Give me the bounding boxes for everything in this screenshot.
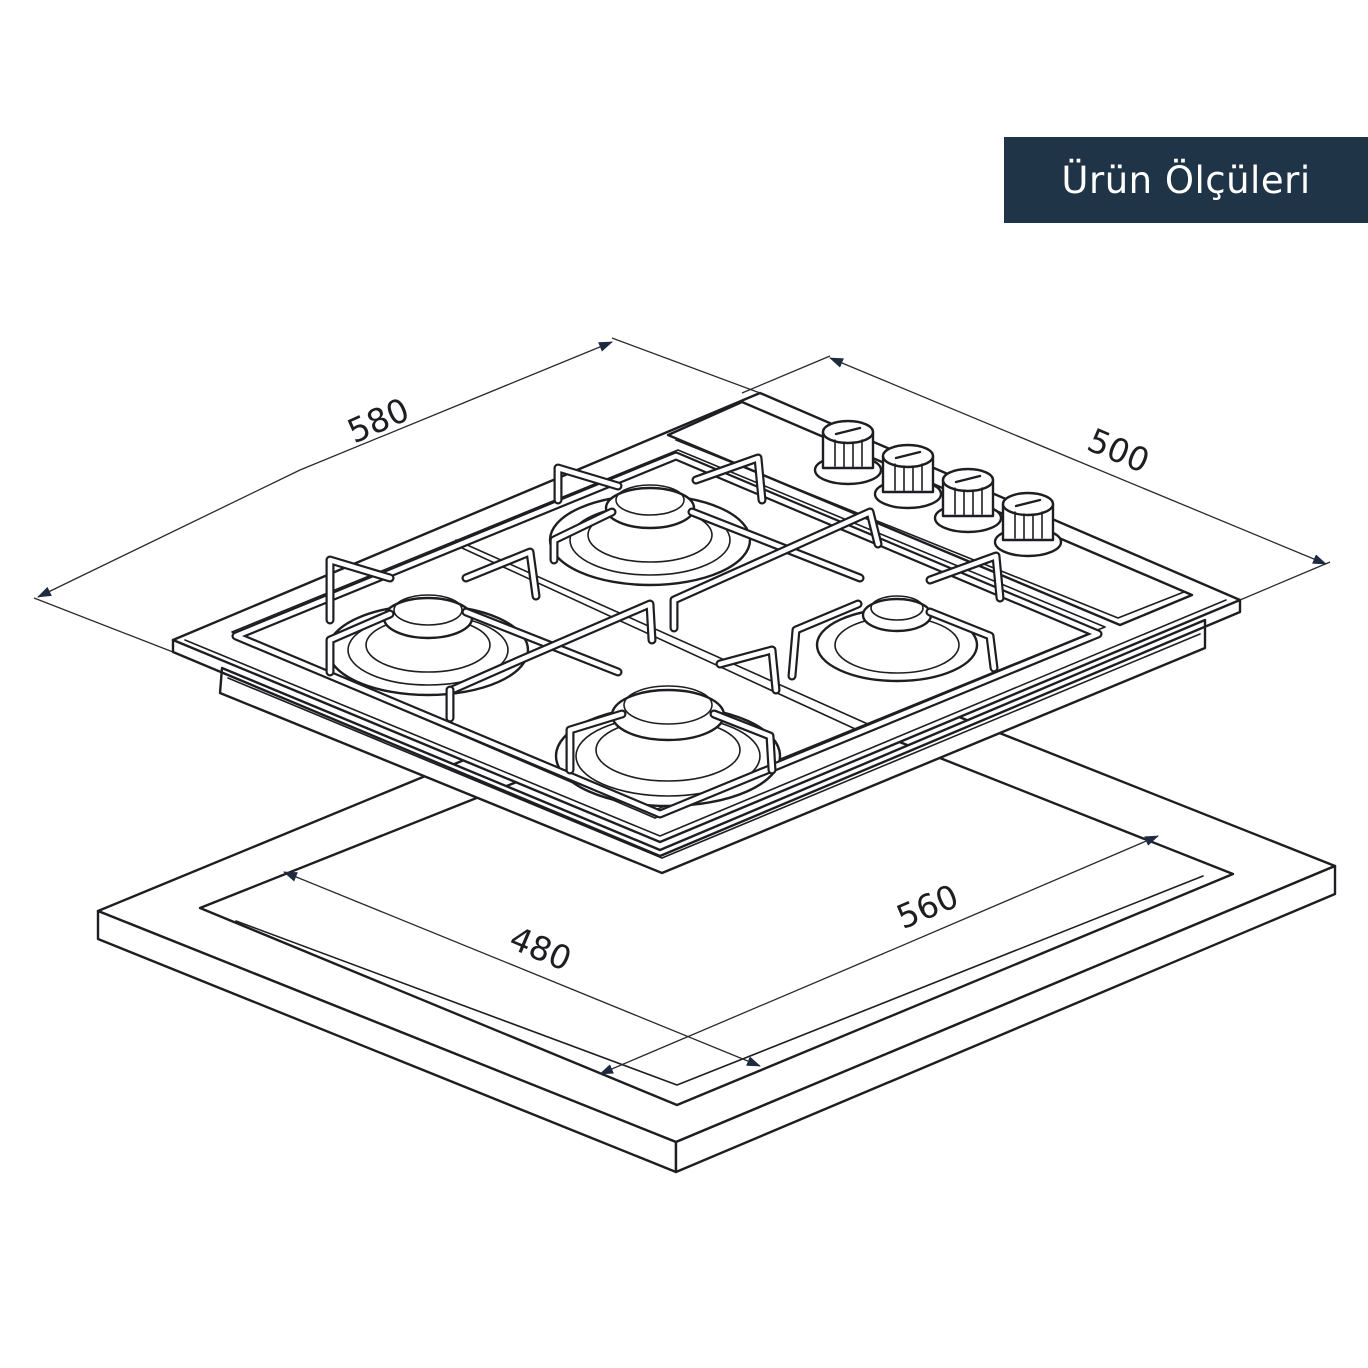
burner-front-left — [326, 594, 530, 697]
title-badge: Ürün Ölçüleri — [1004, 137, 1368, 223]
burner-rear-right — [815, 595, 979, 683]
dimension-label-500: 500 — [1082, 420, 1155, 481]
title-text: Ürün Ölçüleri — [1061, 158, 1311, 202]
pan-support-grate — [231, 451, 1103, 819]
control-knob-2 — [873, 443, 943, 510]
dimension-label-580: 580 — [341, 390, 414, 451]
hob-appliance — [171, 391, 1242, 875]
countertop-frame — [96, 636, 1337, 1174]
control-knob-3 — [933, 467, 1003, 534]
burner-front-right — [554, 685, 782, 808]
control-knob-4 — [993, 491, 1063, 558]
control-knob-1 — [813, 419, 883, 486]
